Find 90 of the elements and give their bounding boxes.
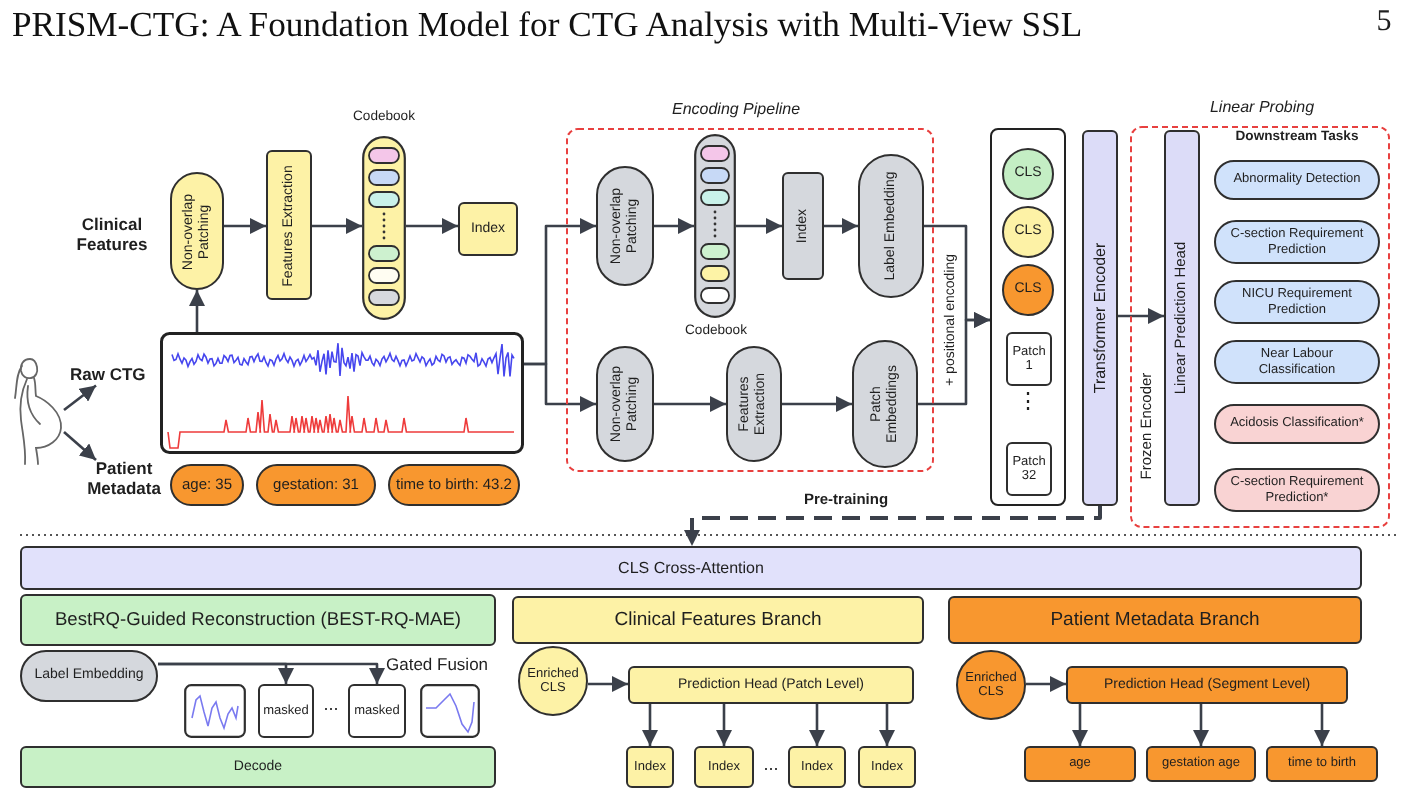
vertical-ellipsis: ⋮ [1017,390,1039,416]
ellipsis: ... [323,694,339,715]
arrow [63,384,97,412]
arrow [524,362,596,412]
node-label: Transformer Encoder [1090,242,1110,394]
output-box [1266,746,1378,782]
arrow [654,396,726,412]
arrow [63,431,97,461]
arrow [918,312,990,406]
arrow [684,506,1102,546]
arrow [224,218,266,234]
arrow [588,676,628,692]
process-pill [852,340,918,468]
task-pill [1214,468,1380,512]
task-pill [1214,340,1380,384]
region-heading: Linear Probing [1209,98,1315,117]
cls-token-circle [1002,206,1054,258]
pregnant-woman-icon [8,356,64,466]
edge-label: Gated Fusion [386,656,489,676]
output-box [1024,746,1136,782]
region-heading: Encoding Pipeline [671,100,801,119]
arrow [189,290,205,332]
arrow [824,218,858,234]
masked-patch-box [258,684,314,738]
arrow [1314,704,1330,746]
task-pill [1214,220,1380,264]
process-pill [596,166,654,286]
cls-token-circle [1002,148,1054,200]
arrow [716,704,732,746]
token-stack-panel [990,128,1066,506]
index-box [788,746,846,788]
cls-token-circle [518,646,588,716]
node-label: Clinical Features Branch [614,608,822,632]
branch-header-bar [20,594,496,646]
input-label: Raw CTG [70,366,146,386]
ellipsis: ... [763,754,779,775]
arrow [879,704,895,746]
waveform-thumbnail [184,684,246,738]
ctg-signal-plot [160,332,524,454]
metadata-pill [256,464,376,506]
process-box [782,172,824,280]
metadata-pill [170,464,244,506]
process-box [266,150,312,300]
process-box [458,202,518,256]
arrow [1072,704,1088,746]
decoder-bar [20,746,496,788]
process-pill [20,650,158,702]
encoder-block [1082,130,1118,506]
task-pill [1214,404,1380,444]
node-label: Patient Metadata Branch [1050,608,1260,632]
arrow [406,218,458,234]
task-pill [1214,280,1380,324]
waveform-thumbnail [420,684,480,738]
arrow [1026,676,1066,692]
arrow [312,218,362,234]
page-number: 5 [1376,6,1392,41]
arrow [736,218,782,234]
arrow [782,396,852,412]
arrow [158,662,385,684]
cls-token-circle [956,650,1026,720]
task-pill [1214,160,1380,200]
process-pill [858,154,924,298]
arrow [1118,308,1164,324]
process-pill [596,346,654,462]
branch-header-bar [948,596,1362,644]
patch-token-box [1006,442,1052,496]
arrow [654,218,694,234]
process-pill [170,172,224,290]
prediction-head-box [628,666,914,704]
index-box [626,746,674,788]
input-label: Patient Metadata [80,460,168,500]
process-pill [726,346,782,462]
attention-band [20,546,1362,590]
metadata-pill [388,464,520,506]
row-label: Clinical Features [74,216,150,256]
arrow [809,704,825,746]
arrow [642,704,658,746]
cls-token-circle [1002,264,1054,316]
arrow [1193,704,1209,746]
masked-patch-box [348,684,406,738]
prediction-head-box [1066,666,1348,704]
node-label: CLS Cross-Attention [618,558,764,578]
index-box [694,746,754,788]
patch-token-box [1006,332,1052,386]
page-header: PRISM-CTG: A Foundation Model for CTG Analysis with Multi-View SSL [12,4,1083,46]
index-box [858,746,916,788]
output-box [1146,746,1256,782]
prediction-head-block [1164,130,1200,506]
branch-header-bar [512,596,924,644]
node-label: BestRQ-Guided Reconstruction (BEST-RQ-MAE) [54,609,462,631]
